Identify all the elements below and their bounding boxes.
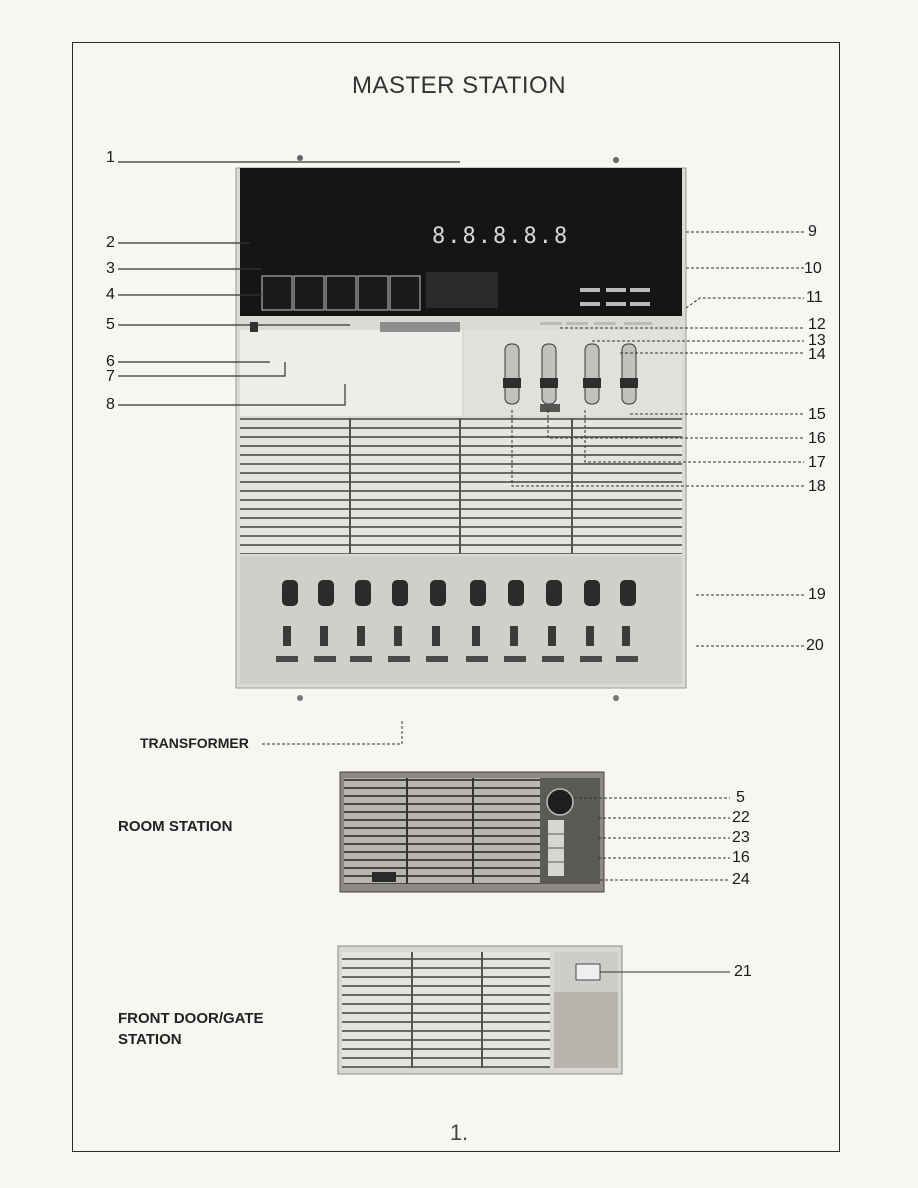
callout-16: 16 bbox=[808, 430, 826, 447]
slider-controls bbox=[503, 343, 638, 412]
clock-display: 8.8.8.8.8 bbox=[432, 224, 570, 249]
room-callout-22: 22 bbox=[732, 809, 750, 826]
callout-13: 13 bbox=[808, 332, 826, 349]
room-station-label: ROOM STATION bbox=[118, 818, 233, 835]
master-station bbox=[235, 155, 687, 701]
leader-lines-left bbox=[118, 161, 460, 406]
callout-2: 2 bbox=[106, 234, 115, 251]
leader-lines-right bbox=[511, 231, 804, 647]
page-title: MASTER STATION bbox=[351, 72, 567, 99]
callout-4: 4 bbox=[106, 286, 115, 303]
callout-8: 8 bbox=[106, 396, 115, 413]
callout-11: 11 bbox=[806, 289, 823, 306]
room-callout-24: 24 bbox=[732, 871, 750, 888]
gate-station-label-line1: FRONT DOOR/GATE bbox=[118, 1010, 264, 1027]
callout-9: 9 bbox=[808, 223, 817, 240]
callout-12: 12 bbox=[808, 316, 826, 333]
room-callout-16: 16 bbox=[732, 849, 750, 866]
transformer-leader bbox=[262, 720, 403, 745]
callout-18: 18 bbox=[808, 478, 826, 495]
callout-3: 3 bbox=[106, 260, 115, 277]
gate-callout-21: 21 bbox=[734, 963, 752, 980]
room-callout-5: 5 bbox=[736, 789, 745, 806]
callout-19: 19 bbox=[808, 586, 826, 603]
selector-knobs bbox=[282, 580, 636, 606]
callout-6: 6 bbox=[106, 353, 115, 370]
page-border bbox=[72, 42, 840, 1152]
preset-buttons bbox=[261, 275, 421, 311]
callout-15: 15 bbox=[808, 406, 826, 423]
gate-station-unit bbox=[337, 945, 623, 1075]
room-leader-lines bbox=[574, 797, 730, 881]
transformer-label: TRANSFORMER bbox=[140, 735, 249, 751]
callout-14: 14 bbox=[808, 346, 826, 363]
callout-5: 5 bbox=[106, 316, 115, 333]
callout-17: 17 bbox=[808, 454, 826, 471]
callout-1: 1 bbox=[106, 149, 115, 166]
room-station-unit bbox=[339, 771, 605, 893]
room-callout-23: 23 bbox=[732, 829, 750, 846]
callout-20: 20 bbox=[806, 637, 824, 654]
selector-switches bbox=[283, 626, 630, 646]
callout-7: 7 bbox=[106, 368, 115, 385]
callout-10: 10 bbox=[804, 260, 822, 277]
gate-station-label-line2: STATION bbox=[118, 1031, 182, 1048]
function-buttons bbox=[540, 288, 652, 325]
page-number: 1. bbox=[449, 1120, 469, 1145]
